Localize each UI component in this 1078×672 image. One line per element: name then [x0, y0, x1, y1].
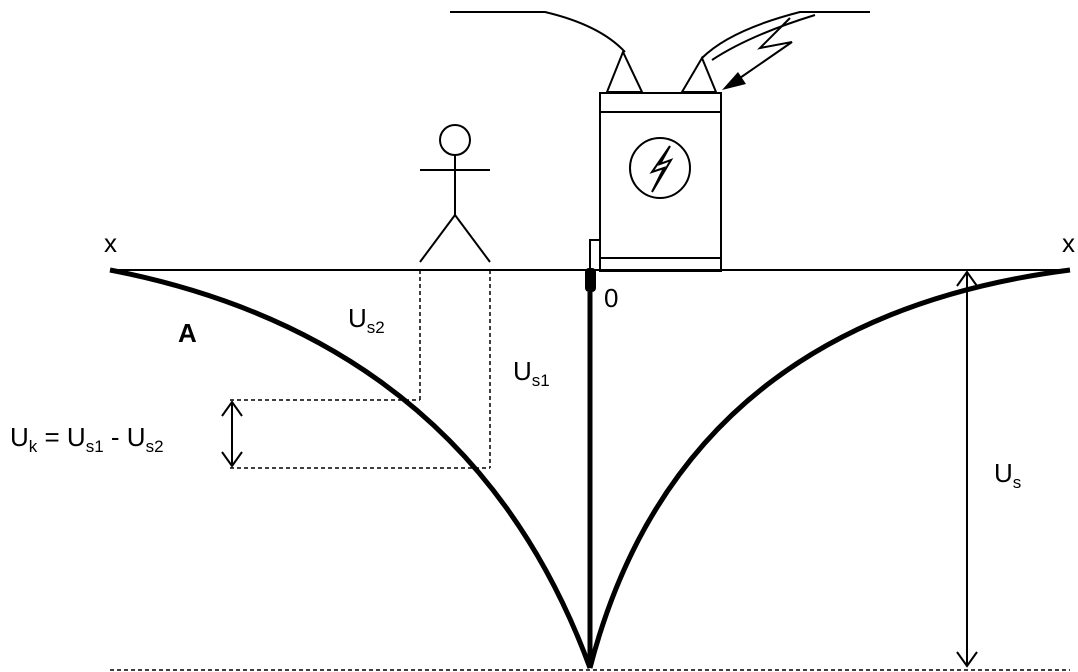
- power-line-right: [701, 11, 870, 61]
- uk-formula-equals: =: [37, 422, 67, 452]
- uk-formula-term1-base: U: [67, 422, 86, 452]
- insulator-left-icon: [605, 49, 644, 93]
- us2-label-base: U: [348, 303, 367, 333]
- uk-double-arrow: [221, 400, 243, 468]
- uk-formula-sub: k: [29, 437, 38, 456]
- potential-curve-right: [587, 267, 1071, 669]
- uk-formula-term2-base: U: [127, 422, 146, 452]
- power-line-left: [450, 11, 626, 53]
- us2-label-sub: s2: [367, 318, 385, 337]
- uk-formula-term1-sub: s1: [86, 437, 104, 456]
- curve-label-a: A: [178, 318, 197, 348]
- earth-connector-icon: [585, 239, 600, 292]
- lightning-arrow-icon: [722, 17, 793, 90]
- uk-formula: Uk = Us1 - Us2: [10, 422, 164, 456]
- step-projection-lines: [230, 270, 491, 469]
- origin-label: 0: [604, 283, 618, 313]
- x-label-right: x: [1062, 228, 1075, 258]
- uk-formula-term2-sub: s2: [146, 437, 164, 456]
- us-label: Us: [994, 458, 1021, 492]
- uk-formula-minus: -: [104, 422, 127, 452]
- us-double-arrow: [956, 270, 978, 668]
- us-label-sub: s: [1013, 473, 1022, 492]
- us1-label-base: U: [513, 356, 532, 386]
- us2-label: Us2: [348, 303, 385, 337]
- uk-formula-base: U: [10, 422, 29, 452]
- insulator-right-icon: [680, 55, 718, 93]
- transformer-icon: [599, 92, 722, 272]
- potential-curve-left: [109, 267, 593, 669]
- us-label-base: U: [994, 458, 1013, 488]
- us1-label-sub: s1: [532, 371, 550, 390]
- x-label-left: x: [104, 228, 117, 258]
- person-icon: [419, 124, 491, 263]
- us1-label: Us1: [513, 356, 550, 390]
